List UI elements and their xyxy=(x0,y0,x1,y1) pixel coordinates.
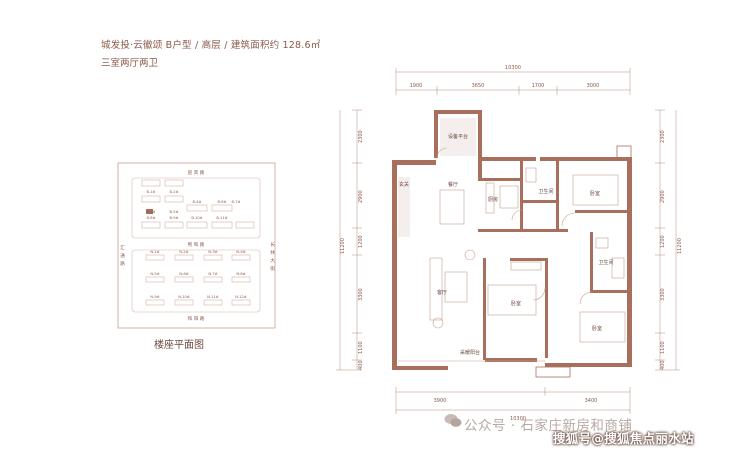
svg-text:B-1#: B-1# xyxy=(146,190,155,194)
svg-text:B-3#: B-3# xyxy=(146,210,155,214)
dim-top-4: 3000 xyxy=(587,83,600,89)
dim-top-total: 10300 xyxy=(505,65,521,71)
road-label-bottom: 和 阳 路 xyxy=(188,315,205,322)
room-bed3: 卧室 xyxy=(592,325,602,332)
wechat-icon xyxy=(444,414,462,427)
room-fills xyxy=(398,118,476,237)
site-buildings-b xyxy=(141,179,255,229)
room-equipment: 设备平台 xyxy=(448,133,468,140)
dim-bottom-1: 3900 xyxy=(434,398,447,404)
site-plan-caption: 楼座平面图 xyxy=(154,340,204,351)
watermark-text: 公众号 · 石家庄新房和商铺 xyxy=(464,418,633,434)
svg-text:B-5#: B-5# xyxy=(169,210,178,214)
room-bath1: 卫生间 xyxy=(538,188,553,195)
svg-text:N-10#: N-10# xyxy=(178,295,190,299)
room-bed2: 卧室 xyxy=(511,300,521,307)
furniture xyxy=(398,147,626,362)
room-balcony: 采暖阳台 xyxy=(460,349,480,356)
dim-left-4: 3300 xyxy=(358,288,364,301)
room-bath2: 卫生间 xyxy=(598,259,613,266)
svg-text:N-12#: N-12# xyxy=(235,295,247,299)
svg-text:N-11#: N-11# xyxy=(207,295,219,299)
svg-text:N-6#: N-6# xyxy=(179,272,188,276)
dim-right-5: 1100 xyxy=(660,341,666,354)
dim-left-total: 11200 xyxy=(340,238,346,254)
site-frame xyxy=(117,162,276,329)
svg-text:N-7#: N-7# xyxy=(208,272,217,276)
svg-text:N-4#: N-4# xyxy=(236,250,245,254)
dimension-right xyxy=(655,109,680,371)
svg-text:B-11#: B-11# xyxy=(216,216,227,220)
road-label-mid: 熙 和 路 xyxy=(188,241,205,248)
plan-subtitle: 三室两厅两卫 xyxy=(101,58,159,69)
site-block-north xyxy=(131,177,261,239)
room-bed1: 卧室 xyxy=(590,190,600,197)
svg-text:B-9#: B-9# xyxy=(169,216,178,220)
dim-left-5: 1100 xyxy=(358,341,364,354)
room-living: 客厅 xyxy=(437,289,447,296)
dim-right-total: 11200 xyxy=(677,238,683,254)
room-kitchen: 厨房 xyxy=(488,196,498,203)
road-label-right: 长 林 大 街 xyxy=(270,241,275,272)
svg-text:N-5#: N-5# xyxy=(150,272,159,276)
dim-right-3: 1200 xyxy=(660,235,666,248)
road-label-top: 迎 宾 路 xyxy=(188,169,205,176)
dim-left-6: 400 xyxy=(358,360,364,370)
dim-top-3: 1700 xyxy=(532,83,545,89)
dim-top-2: 3650 xyxy=(472,83,485,89)
walls xyxy=(392,110,632,370)
dim-top-1: 1900 xyxy=(410,83,423,89)
svg-text:N-3#: N-3# xyxy=(208,250,217,254)
site-building-labels-b: B-1# B-2# B-3# B-4# B-5# B-6# B-7# B-8# … xyxy=(146,190,240,220)
dimension-top xyxy=(395,68,631,95)
svg-text:N-2#: N-2# xyxy=(179,250,188,254)
room-dining: 餐厅 xyxy=(448,181,458,188)
site-buildings-n xyxy=(145,254,251,306)
site-building-labels-n: N-1# N-2# N-3# N-4# N-5# N-6# N-7# N-8# … xyxy=(150,250,246,299)
svg-text:N-9#: N-9# xyxy=(150,295,159,299)
dimension-bottom xyxy=(395,387,631,414)
dim-left-1: 2300 xyxy=(358,130,364,143)
room-entry: 玄关 xyxy=(399,181,409,188)
site-block-south xyxy=(131,249,261,313)
svg-text:B-2#: B-2# xyxy=(169,190,178,194)
svg-text:N-1#: N-1# xyxy=(150,250,159,254)
dim-right-2: 2900 xyxy=(660,190,666,203)
watermark-text-2: 搜狐号@搜狐焦点丽水站 xyxy=(553,431,694,446)
svg-text:B-7#: B-7# xyxy=(231,200,240,204)
svg-text:N-8#: N-8# xyxy=(236,272,245,276)
dim-bottom-2: 3400 xyxy=(585,398,598,404)
windows xyxy=(535,145,632,378)
plan-title: 城发投·云徽颂 B户型 / 高层 / 建筑面积约 128.6㎡ xyxy=(101,40,321,51)
svg-text:B-10#: B-10# xyxy=(191,216,202,220)
svg-text:B-8#: B-8# xyxy=(146,216,155,220)
dim-left-3: 1200 xyxy=(358,235,364,248)
dim-right-1: 2300 xyxy=(660,130,666,143)
dim-right-4: 3300 xyxy=(660,288,666,301)
svg-text:B-4#: B-4# xyxy=(192,200,201,204)
dim-bottom-total: 10300 xyxy=(510,416,526,422)
road-label-left: 汇 通 路 xyxy=(120,244,125,267)
dim-left-2: 2900 xyxy=(358,190,364,203)
dimension-left xyxy=(336,109,362,371)
dim-right-6: 400 xyxy=(660,360,666,370)
svg-text:B-6#: B-6# xyxy=(217,200,226,204)
